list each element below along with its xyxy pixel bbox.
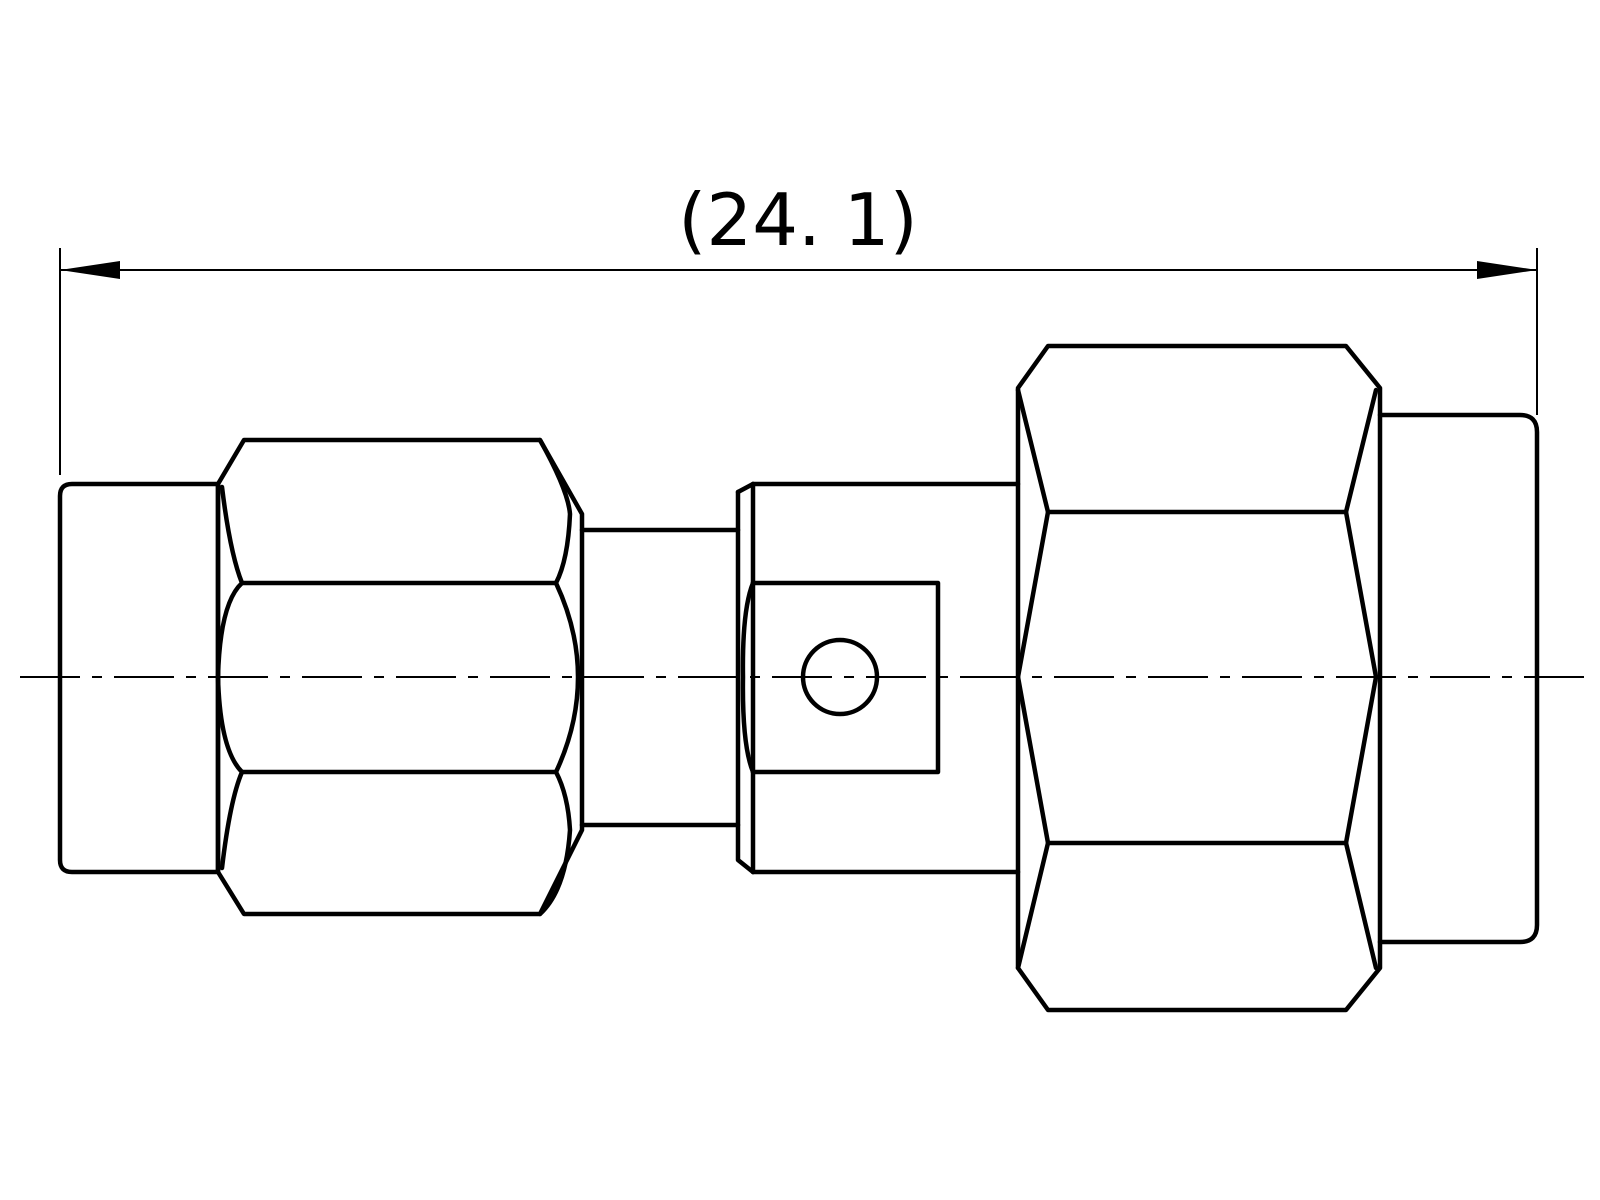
- dimension-label: (24. 1): [678, 178, 917, 262]
- left-hex-nut: [215, 437, 585, 917]
- overall-length-dimension: (24. 1): [59, 178, 1538, 475]
- left-plug-body: [57, 481, 221, 875]
- collar-body: [735, 481, 1021, 875]
- right-plug-body: [1377, 412, 1540, 945]
- arrowhead-left: [60, 261, 120, 279]
- middle-neck: [579, 527, 741, 828]
- right-hex-nut: [1015, 343, 1383, 1013]
- arrowhead-right: [1477, 261, 1537, 279]
- cross-hole: [800, 637, 880, 717]
